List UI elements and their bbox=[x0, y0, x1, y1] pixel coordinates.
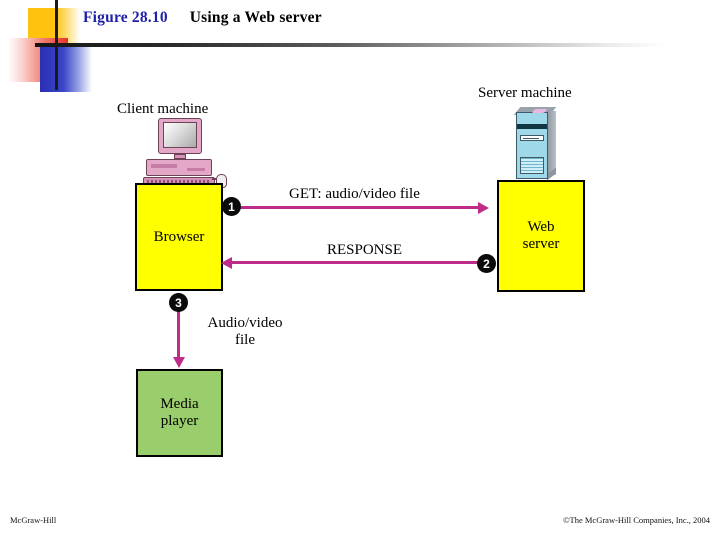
arrow-media-head bbox=[172, 357, 185, 368]
figure-caption: Using a Web server bbox=[189, 9, 322, 26]
media-player-box[interactable]: Media player bbox=[136, 369, 223, 457]
tower-vents bbox=[520, 157, 544, 174]
arrow-response-line bbox=[232, 261, 488, 264]
arrow-media-label-line2: file bbox=[235, 332, 255, 348]
case-drive-slot bbox=[151, 164, 177, 168]
web-server-label-line1: Web bbox=[527, 219, 555, 236]
arrow-get-label: GET: audio/video file bbox=[289, 186, 420, 202]
mouse-cord bbox=[212, 178, 218, 180]
figure-number: Figure 28.10 bbox=[83, 9, 168, 26]
web-server-label-line2: server bbox=[522, 236, 560, 252]
arrow-get-head bbox=[478, 201, 489, 214]
footer-left-text: McGraw-Hill bbox=[10, 515, 57, 525]
footer-right-text: ©The McGraw-Hill Companies, Inc., 2004 bbox=[563, 515, 710, 525]
step-badge-1: 1 bbox=[222, 197, 241, 216]
browser-box[interactable]: Browser bbox=[135, 183, 223, 291]
step-badge-2: 2 bbox=[477, 254, 496, 273]
media-player-box-label: Media player bbox=[160, 396, 198, 430]
browser-box-label: Browser bbox=[153, 228, 205, 245]
case-drive-slot-secondary bbox=[187, 168, 205, 171]
arrow-media-line bbox=[177, 305, 180, 359]
page-title: Figure 28.10 Using a Web server bbox=[83, 9, 322, 27]
arrow-media-label-line1: Audio/video bbox=[207, 315, 283, 331]
header-horizontal-rule bbox=[35, 43, 665, 47]
media-player-label-line2: player bbox=[160, 413, 199, 429]
keyboard-keys bbox=[147, 180, 211, 184]
tower-side-face bbox=[547, 111, 556, 175]
decor-square-blue bbox=[40, 46, 92, 92]
monitor-stand bbox=[174, 154, 186, 159]
arrow-media-label: Audio/video file bbox=[186, 315, 304, 349]
desktop-computer-icon bbox=[140, 118, 230, 188]
arrow-response-head bbox=[221, 256, 232, 269]
step-badge-3: 3 bbox=[169, 293, 188, 312]
media-player-label-line1: Media bbox=[160, 396, 199, 413]
tower-dark-band bbox=[517, 124, 547, 129]
arrow-get-line bbox=[230, 206, 479, 209]
web-server-box[interactable]: Web server bbox=[497, 180, 585, 292]
arrow-response-label: RESPONSE bbox=[327, 242, 403, 258]
tower-drive-bay bbox=[520, 135, 544, 141]
server-machine-label: Server machine bbox=[478, 85, 572, 101]
server-tower-icon bbox=[513, 107, 559, 181]
monitor-screen bbox=[163, 122, 197, 148]
computer-case bbox=[146, 159, 212, 176]
client-machine-label: Client machine bbox=[117, 101, 209, 117]
web-server-box-label: Web server bbox=[523, 219, 560, 253]
